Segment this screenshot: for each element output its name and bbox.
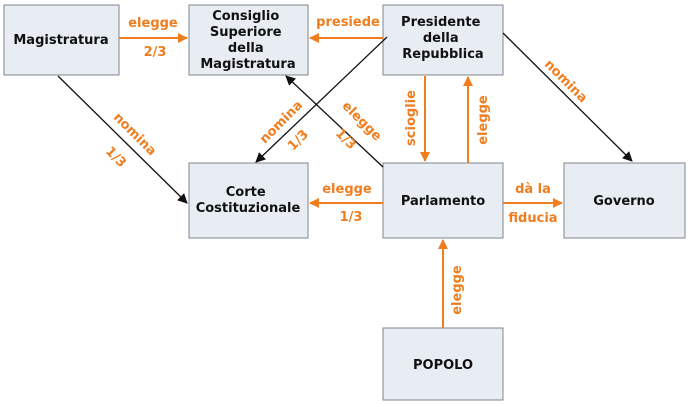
node-label: Governo: [593, 194, 655, 209]
node-governo: Governo: [563, 162, 686, 239]
label-parl-gov-2: fiducia: [508, 211, 557, 226]
label-pres-parl: scioglie: [404, 90, 419, 146]
arrow-pres-corte: [255, 36, 388, 163]
label-parl-pres: elegge: [476, 95, 491, 145]
svg-text:Magistratura: Magistratura: [13, 33, 108, 48]
arrow-mag-corte: [57, 75, 188, 204]
label-pres-csm: presiede: [316, 15, 380, 30]
node-corte: Corte Costituzionale: [188, 162, 309, 239]
node-label: Repubblica: [402, 47, 483, 62]
node-label: Superiore: [210, 25, 282, 40]
arrow-pres-gov: [502, 32, 633, 162]
svg-text:Corte Costituzionale: Corte Costituzionale: [196, 185, 301, 216]
label-popolo-parl: elegge: [450, 265, 465, 315]
label-mag-csm-verb: elegge: [128, 16, 178, 31]
svg-text:POPOLO: POPOLO: [413, 358, 473, 373]
node-popolo: POPOLO: [382, 327, 504, 401]
label-parl-csm-frac: 1/3: [332, 126, 359, 153]
label-parl-gov-1: dà la: [515, 182, 551, 197]
node-label: POPOLO: [413, 358, 473, 373]
node-label: Corte: [226, 185, 266, 200]
node-label: Consiglio: [212, 9, 279, 24]
node-csm: Consiglio Superiore della Magistratura: [188, 4, 309, 76]
node-presidente: Presidente della Repubblica: [382, 4, 504, 76]
node-label: Magistratura: [200, 57, 295, 72]
label-parl-corte-frac: 1/3: [340, 210, 363, 225]
label-pres-gov: nomina: [541, 57, 590, 106]
node-label: della: [423, 31, 459, 46]
svg-text:Parlamento: Parlamento: [401, 194, 485, 209]
node-label: Costituzionale: [196, 201, 301, 216]
node-label: Magistratura: [13, 33, 108, 48]
node-label: Parlamento: [401, 194, 485, 209]
label-parl-corte-verb: elegge: [322, 182, 372, 197]
node-magistratura: Magistratura: [3, 4, 120, 76]
arrow-parl-csm: [285, 75, 384, 168]
svg-text:Presidente della R: Presidente della Repubblica: [401, 15, 485, 62]
svg-text:Governo: Governo: [593, 194, 655, 209]
svg-text:Consiglio Superiore: Consiglio Superiore della Magistratura: [200, 9, 295, 72]
node-label: Presidente: [401, 15, 481, 30]
label-mag-corte-frac: 1/3: [102, 144, 129, 171]
node-parlamento: Parlamento: [382, 162, 504, 239]
node-label: della: [228, 41, 264, 56]
label-mag-csm-frac: 2/3: [144, 45, 167, 60]
